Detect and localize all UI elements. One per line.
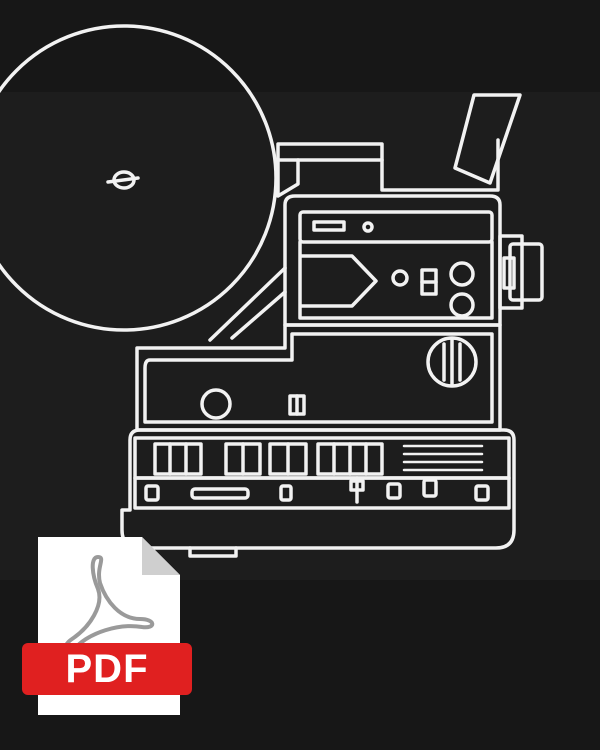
- body-knob: [200, 388, 232, 420]
- head-knob: [391, 269, 409, 287]
- film-gate: [276, 142, 384, 162]
- projector-head: [283, 194, 502, 327]
- head-dial-lower: [449, 292, 475, 318]
- pdf-banner: [22, 643, 192, 695]
- reel-hub-icon: [106, 170, 140, 190]
- film-reel: [0, 24, 278, 332]
- focus-dial-icon: [426, 336, 478, 388]
- page-fold: [142, 537, 180, 575]
- acrobat-icon: [63, 555, 155, 654]
- pdf-label: PDF: [65, 647, 149, 691]
- head-dial-upper: [449, 261, 475, 287]
- reel-arm: [453, 93, 522, 185]
- projector-lens: [498, 234, 544, 310]
- pdf-file-icon: [22, 537, 192, 715]
